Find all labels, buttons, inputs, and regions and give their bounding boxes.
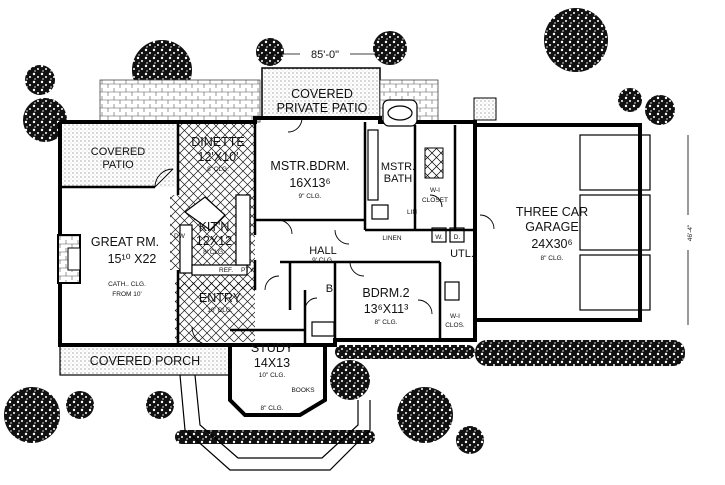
hedge-garage <box>475 340 685 366</box>
hall-ceiling: 9' CLG. <box>312 257 334 264</box>
tree-north-east <box>544 8 608 72</box>
great-room-ceiling-2: FROM 10' <box>112 291 141 298</box>
great-room-size: 15¹⁰ X22 <box>108 252 157 266</box>
garage-column <box>473 97 497 121</box>
entry-tile <box>175 282 255 342</box>
pantry-label: PTY <box>241 267 254 274</box>
shrub-south-west <box>66 391 94 419</box>
linen-label: LINEN <box>382 235 401 242</box>
covered-porch-floor <box>60 345 230 375</box>
master-bedroom-ceiling: 9" CLG. <box>299 193 322 200</box>
garage-label-1: THREE CAR <box>516 205 588 219</box>
walk-in-closet-label-2: CLOSET <box>422 197 448 204</box>
bedroom2-ceiling: 8" CLG. <box>375 319 398 326</box>
bedroom2-closet-label-2: CLOS. <box>445 322 465 329</box>
shrub-south <box>146 391 174 419</box>
study-label: STUDY <box>251 341 294 355</box>
washer-label: W. <box>435 234 443 241</box>
garage-doors <box>579 134 651 311</box>
front-walkway-inner <box>194 374 359 459</box>
interior-walls <box>60 122 475 345</box>
washer <box>431 227 447 243</box>
garage-label-2: GARAGE <box>525 220 579 234</box>
bath2-label: B. <box>326 283 336 295</box>
tree-south <box>397 387 453 443</box>
covered-patio-label-2: PATIO <box>102 159 134 171</box>
great-room-ceiling-1: CATH.. CLG. <box>108 281 146 288</box>
shrub-walk <box>330 360 370 400</box>
vanity <box>367 129 379 201</box>
covered-private-patio-label-2: PRIVATE PATIO <box>277 101 368 115</box>
toilet <box>371 204 389 220</box>
shrub-south-2 <box>456 426 484 454</box>
hedge-walk <box>175 430 375 444</box>
stone-terrace <box>99 79 261 123</box>
bathtub <box>382 99 418 127</box>
garage-ceiling: 8" CLG. <box>541 255 564 262</box>
fireplace-firebox <box>67 247 81 271</box>
kitchen-label: KIT'N <box>199 220 230 234</box>
master-bath-label-2: BATH <box>384 173 413 185</box>
bedroom2-label: BDRM.2 <box>362 286 409 300</box>
great-room-label: GREAT RM. <box>91 235 159 249</box>
covered-porch-outline <box>59 344 231 376</box>
shrub-west <box>23 98 67 142</box>
overall-depth-dimension: 46'-4" <box>687 135 694 325</box>
shrub-east <box>645 95 675 125</box>
shrub-east-2 <box>618 88 642 112</box>
front-walkway <box>179 374 371 471</box>
study-size: 14X13 <box>254 356 290 370</box>
shrub-north <box>256 38 284 66</box>
landscaping <box>4 8 685 454</box>
kitchen-counters <box>179 194 251 276</box>
bath2-tub <box>311 321 335 337</box>
overall-width-label: 85'-0" <box>311 49 339 61</box>
kitchen-size: 12X12 <box>196 234 232 248</box>
entry-ceiling: 10' CLG. <box>207 307 233 314</box>
tree-south-west <box>4 387 60 443</box>
study-bay-walls <box>228 343 327 417</box>
hall-label: HALL <box>309 245 337 257</box>
entry-label: ENTRY <box>199 291 242 305</box>
dryer <box>449 227 465 243</box>
shower <box>424 147 444 179</box>
books-label: BOOKS <box>291 387 315 394</box>
master-bedroom-label: MSTR.BDRM. <box>270 159 349 173</box>
walk-in-closet-label-1: W-I <box>430 187 440 194</box>
dishwasher-label: DW <box>174 233 186 240</box>
covered-private-patio-label-1: COVERED <box>291 87 353 101</box>
covered-private-patio <box>261 67 381 119</box>
dinette-size: 12'X10' <box>198 150 239 164</box>
kitchen-ceiling: 8' CLG. <box>203 249 225 256</box>
door-swings <box>154 117 495 346</box>
bedroom2-size: 13⁶X11³ <box>364 302 409 316</box>
garage-size: 24X30⁶ <box>531 237 572 251</box>
bath2-toilet <box>444 281 460 301</box>
study-ceiling: 10" CLG. <box>259 372 286 379</box>
hedge-bedroom <box>335 345 475 359</box>
shrub-north-east <box>373 31 407 65</box>
shrub-west-2 <box>25 65 55 95</box>
bathtub-basin <box>387 105 413 121</box>
master-bedroom-size: 16X13⁶ <box>289 176 330 190</box>
utility-label: UTL. <box>450 248 474 260</box>
master-bath-label-1: MSTR. <box>381 161 415 173</box>
covered-porch-label: COVERED PORCH <box>90 354 200 368</box>
study-bay-ceiling: 8" CLG. <box>261 405 284 412</box>
covered-patio-label-1: COVERED <box>91 146 145 158</box>
dinette-label: DINETTE <box>191 135 244 149</box>
dinette-ceiling: 8' CLG. <box>207 166 229 173</box>
overall-depth-label: 46'-4" <box>687 224 694 241</box>
dryer-label: D. <box>454 234 461 241</box>
refrigerator-label: REF. <box>219 267 233 274</box>
bedroom2-closet-label-1: W-I <box>450 313 460 320</box>
lin-label: LIN <box>407 209 417 216</box>
overall-width-dimension: 85'-0" <box>262 49 380 61</box>
